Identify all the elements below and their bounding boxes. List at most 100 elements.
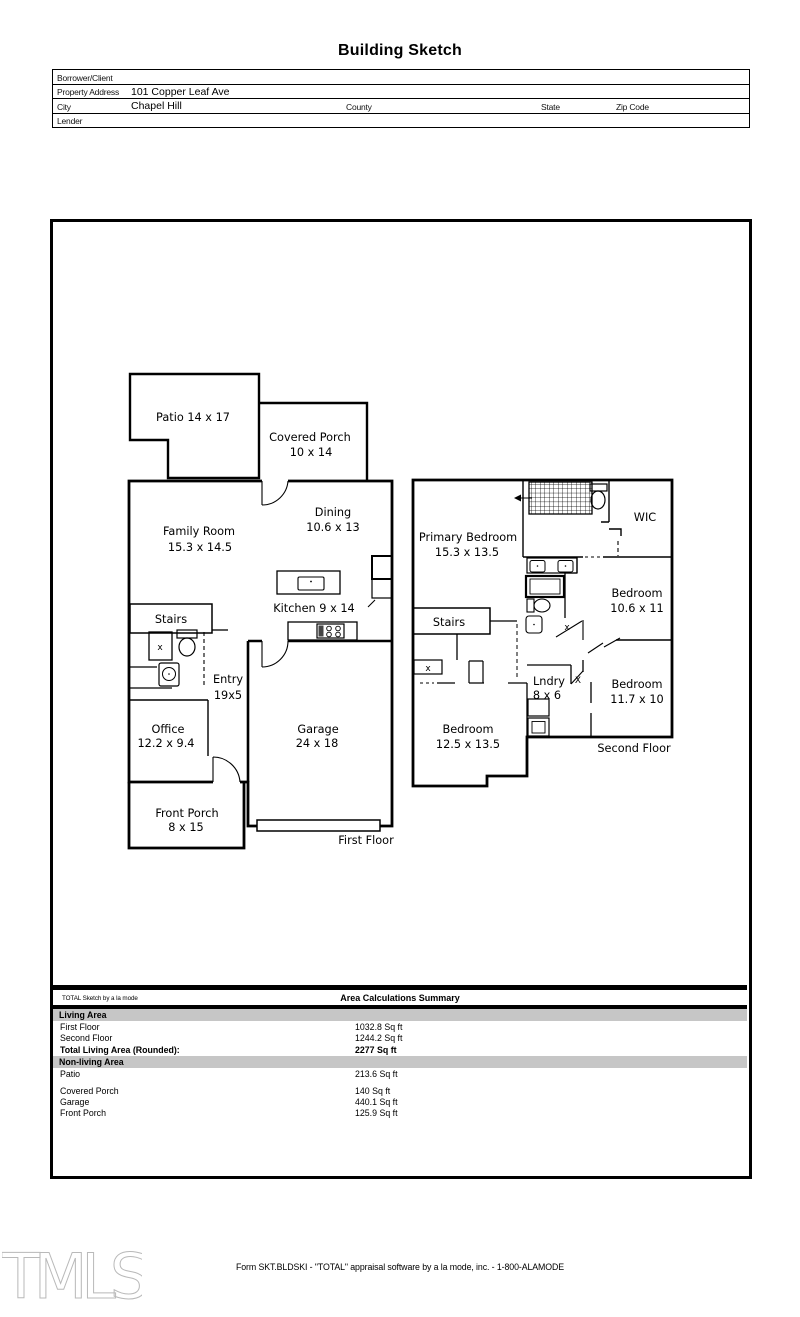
dryer xyxy=(527,717,550,737)
summary-top-bar xyxy=(53,985,747,990)
label-bedroomC-dim: 12.5 x 13.5 xyxy=(436,738,500,751)
closet-x-marker-1f: x xyxy=(157,643,163,653)
label-laundry-dim: 8 x 6 xyxy=(533,689,561,702)
label-bedroomC: Bedroom xyxy=(442,723,493,736)
garage-door xyxy=(256,819,381,832)
first-floor-labels: Patio 14 x 17 Covered Porch 10 x 14 Fami… xyxy=(138,411,395,847)
bedroomB-wall xyxy=(582,660,592,737)
caption-first-floor: First Floor xyxy=(338,834,394,847)
label-entry-dim: 19x5 xyxy=(214,689,242,702)
label-office: Office xyxy=(152,723,185,736)
bathtub xyxy=(524,574,566,599)
refrigerator xyxy=(371,555,393,580)
label-bedroomA: Bedroom xyxy=(611,587,662,600)
row-label: Second Floor xyxy=(60,1033,113,1044)
stairs-arrow xyxy=(514,494,521,502)
sink-2f xyxy=(525,615,543,634)
front-porch-outline xyxy=(127,782,246,850)
toilet-1f xyxy=(176,629,198,639)
label-garage: Garage xyxy=(297,723,338,736)
watermark-text: TMLS xyxy=(2,1240,142,1313)
label-garage-dim: 24 x 18 xyxy=(296,737,339,750)
stairs-first-floor xyxy=(129,603,213,634)
row-lender: Lender xyxy=(53,112,749,128)
stairwell-hatch xyxy=(528,481,593,515)
label-primary-bedroom-dim: 15.3 x 13.5 xyxy=(435,546,499,559)
stove xyxy=(316,623,345,639)
table-row: Garage 440.1 Sq ft xyxy=(53,1097,747,1108)
area-calculations-summary: TOTAL Sketch by a la mode Area Calculati… xyxy=(53,985,747,1120)
kitchen-counter xyxy=(287,621,358,641)
label-front-porch-dim: 8 x 15 xyxy=(168,821,203,834)
label-dining: Dining xyxy=(315,506,351,519)
label-bedroomA-dim: 10.6 x 11 xyxy=(610,602,663,615)
summary-divider-bar xyxy=(53,1004,747,1009)
label-dining-dim: 10.6 x 13 xyxy=(306,521,359,534)
row-property-address: Property Address 101 Copper Leaf Ave xyxy=(53,83,749,99)
row-value: 440.1 Sq ft xyxy=(355,1096,398,1107)
zip-label: Zip Code xyxy=(616,101,649,112)
sketch-border-box xyxy=(50,219,752,1179)
row-label: Covered Porch xyxy=(60,1085,119,1096)
closet-x-marker-2f-c: X xyxy=(575,676,581,686)
summary-title: Area Calculations Summary xyxy=(340,992,460,1003)
closet-x-marker-2f-b: x xyxy=(564,623,570,633)
row-label: Patio xyxy=(60,1069,81,1080)
closet-box xyxy=(148,631,173,661)
label-family-room: Family Room xyxy=(163,525,235,538)
closet-x-marker-2f-a: x xyxy=(425,664,431,674)
table-row: Covered Porch 140 Sq ft xyxy=(53,1086,747,1097)
linen-closet xyxy=(468,660,484,683)
sink-1f xyxy=(158,662,180,687)
double-door-leaves xyxy=(587,637,621,654)
row-value: 213.6 Sq ft xyxy=(355,1069,398,1080)
label-patio: Patio 14 x 17 xyxy=(156,411,230,424)
state-label: State xyxy=(541,101,560,112)
borrower-label: Borrower/Client xyxy=(57,72,113,83)
second-floor-outline xyxy=(411,478,674,788)
label-bedroomB: Bedroom xyxy=(611,678,662,691)
label-front-porch: Front Porch xyxy=(155,807,218,820)
label-laundry: Lndry xyxy=(533,675,565,688)
county-label: County xyxy=(346,101,372,112)
table-row: Front Porch 125.9 Sq ft xyxy=(53,1108,747,1119)
front-door-arc xyxy=(212,756,241,783)
caption-second-floor: Second Floor xyxy=(597,742,671,755)
label-primary-bedroom: Primary Bedroom xyxy=(419,531,517,544)
row-value: 2277 Sq ft xyxy=(355,1044,397,1055)
row-label: Front Porch xyxy=(60,1108,106,1119)
living-area-band: Living Area xyxy=(53,1009,747,1021)
total-sketch-brand: TOTAL Sketch by a la mode xyxy=(62,994,138,1002)
row-value: 140 Sq ft xyxy=(355,1085,391,1096)
x-closet-box xyxy=(413,659,443,675)
kitchen-island xyxy=(276,570,341,595)
porch-door-arc xyxy=(261,480,289,506)
covered-porch-outline xyxy=(259,401,369,481)
table-row: First Floor 1032.8 Sq ft xyxy=(53,1022,747,1033)
lender-label: Lender xyxy=(57,116,83,126)
row-label: Total Living Area (Rounded): xyxy=(60,1044,180,1055)
summary-header: TOTAL Sketch by a la mode Area Calculati… xyxy=(53,990,747,1005)
second-floor-plan xyxy=(411,478,674,788)
bath-wall-top xyxy=(601,480,610,523)
label-kitchen: Kitchen 9 x 14 xyxy=(273,602,354,615)
label-family-room-dim: 15.3 x 14.5 xyxy=(168,541,232,554)
office-walls xyxy=(129,699,209,756)
label-covered-porch-dim: 10 x 14 xyxy=(290,446,333,459)
city-value: Chapel Hill xyxy=(131,100,182,112)
form-footer-line: Form SKT.BLDSKI - "TOTAL" appraisal soft… xyxy=(235,1262,565,1272)
row-value: 1244.2 Sq ft xyxy=(355,1033,403,1044)
label-covered-porch: Covered Porch xyxy=(269,431,351,444)
pantry-counter xyxy=(371,578,393,599)
patio-outline xyxy=(128,372,261,480)
washer xyxy=(527,698,550,717)
property-address-label: Property Address xyxy=(57,87,119,97)
laundry-walls xyxy=(526,664,572,737)
label-stairs-2f: Stairs xyxy=(433,616,465,629)
label-entry: Entry xyxy=(213,673,243,686)
table-row: Patio 213.6 Sq ft xyxy=(53,1069,747,1080)
label-wic: WIC xyxy=(634,511,657,524)
row-value: 1032.8 Sq ft xyxy=(355,1022,403,1032)
row-value: 125.9 Sq ft xyxy=(355,1108,398,1119)
